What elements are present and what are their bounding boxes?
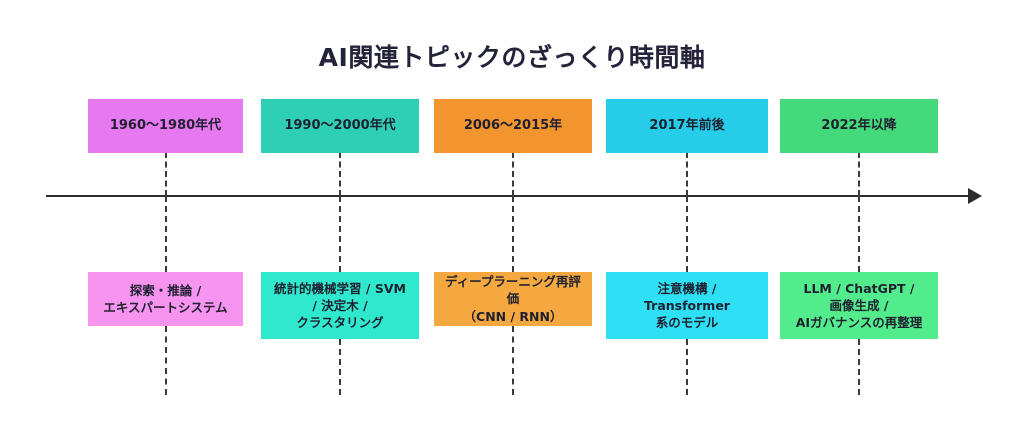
period-label: 2022年以降	[821, 118, 897, 134]
connector-line-tail	[512, 326, 514, 395]
topic-label: ディープラーニング再評価 （CNN / RNN）	[445, 274, 581, 324]
period-box[interactable]: 2022年以降	[780, 99, 938, 153]
period-label: 1990〜2000年代	[284, 118, 396, 134]
timeline-axis	[46, 195, 976, 197]
connector-line-lower	[858, 196, 860, 272]
topic-label: 注意機構 / Transformer 系のモデル	[644, 280, 730, 331]
connector-line-lower	[339, 196, 341, 272]
period-label: 2006〜2015年	[463, 118, 563, 134]
topic-label: 統計的機械学習 / SVM / 決定木 / クラスタリング	[274, 280, 406, 331]
topic-box[interactable]: 注意機構 / Transformer 系のモデル	[606, 272, 768, 339]
topic-box[interactable]: 探索・推論 / エキスパートシステム	[88, 272, 243, 326]
topic-box[interactable]: 統計的機械学習 / SVM / 決定木 / クラスタリング	[261, 272, 419, 339]
connector-line-upper	[164, 152, 167, 196]
connector-line-lower	[512, 196, 514, 272]
topic-label: LLM / ChatGPT / 画像生成 / AIガバナンスの再整理	[795, 280, 923, 331]
timeline-arrow-icon	[968, 188, 982, 204]
connector-line-upper	[512, 152, 514, 196]
topic-box[interactable]: ディープラーニング再評価 （CNN / RNN）	[434, 272, 592, 326]
connector-line-tail	[339, 339, 341, 395]
connector-line-tail	[858, 339, 860, 395]
period-label: 2017年前後	[649, 118, 725, 134]
connector-line-upper	[686, 152, 688, 196]
connector-line-lower	[164, 196, 167, 272]
topic-label: 探索・推論 / エキスパートシステム	[103, 282, 228, 315]
connector-line-upper	[339, 152, 341, 196]
connector-line-tail	[164, 326, 167, 395]
connector-line-tail	[686, 339, 688, 395]
topic-box[interactable]: LLM / ChatGPT / 画像生成 / AIガバナンスの再整理	[780, 272, 938, 339]
period-box[interactable]: 2017年前後	[606, 99, 768, 153]
connector-line-lower	[686, 196, 688, 272]
period-box[interactable]: 2006〜2015年	[434, 99, 592, 153]
connector-line-upper	[858, 152, 860, 196]
period-box[interactable]: 1960〜1980年代	[88, 99, 243, 153]
page-title: AI関連トピックのざっくり時間軸	[318, 43, 706, 72]
period-box[interactable]: 1990〜2000年代	[261, 99, 419, 153]
period-label: 1960〜1980年代	[109, 118, 222, 134]
